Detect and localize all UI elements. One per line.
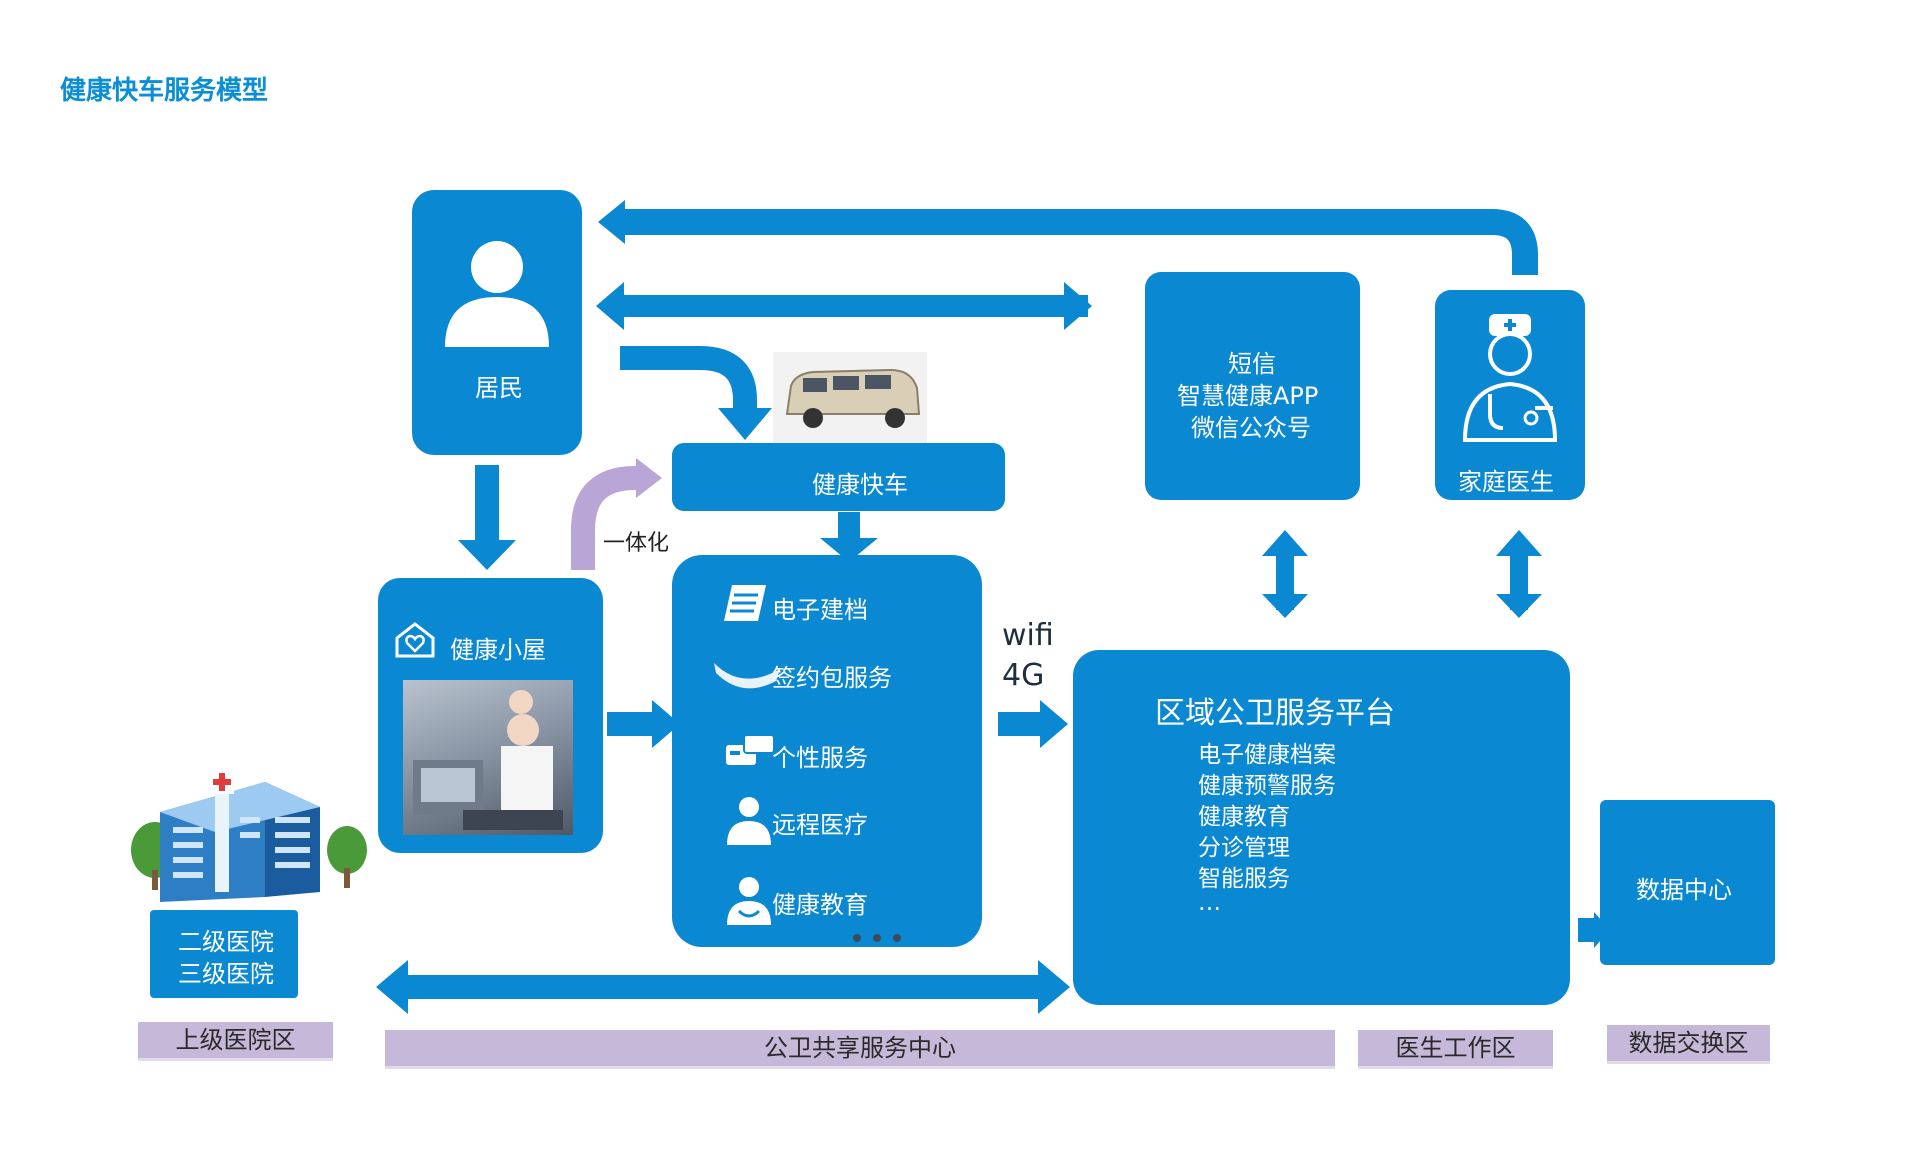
van-icon xyxy=(785,368,921,428)
more-dots-icon xyxy=(853,934,901,942)
arrowhead-right-channels xyxy=(1064,282,1092,330)
arrowhead-to-car xyxy=(718,408,772,440)
doctor-icon xyxy=(1462,314,1558,442)
network-wifi-label: wifi xyxy=(1002,618,1054,653)
hospital-box: 二级医院 三级医院 xyxy=(150,910,298,998)
zone-data-exchange: 数据交换区 xyxy=(1607,1025,1770,1064)
hospital-building-icon xyxy=(131,770,367,902)
service-item-label: 远程医疗 xyxy=(772,811,868,839)
service-item-label: 个性服务 xyxy=(772,744,868,772)
card-icon xyxy=(726,734,775,765)
arrowhead-to-hut xyxy=(458,540,516,570)
resident-box: 居民 xyxy=(412,190,582,455)
zone-hospital: 上级医院区 xyxy=(138,1022,333,1061)
arrowhead-bottom-left xyxy=(376,960,408,1014)
service-item-label: 电子建档 xyxy=(772,596,868,624)
arrowhead-hut-to-services xyxy=(652,700,680,748)
data-center-label: 数据中心 xyxy=(1636,876,1732,904)
platform-item: 电子健康档案 xyxy=(1198,742,1336,768)
platform-item: 分诊管理 xyxy=(1198,835,1290,861)
services-box: 电子建档 签约包服务 个性服务 远程医疗 健康教育 xyxy=(672,555,982,947)
platform-item: … xyxy=(1198,890,1221,916)
health-car-photo xyxy=(773,352,927,444)
remote-doctor-icon xyxy=(727,797,771,845)
handshake-icon xyxy=(714,663,780,689)
platform-item: 健康教育 xyxy=(1198,804,1290,830)
health-car-label: 健康快车 xyxy=(812,471,908,499)
channels-box: 短信 智慧健康APP 微信公众号 xyxy=(1145,272,1360,500)
house-heart-icon xyxy=(395,622,435,658)
hospital-level3-label: 三级医院 xyxy=(178,960,274,988)
service-item-label: 签约包服务 xyxy=(772,664,892,692)
hospital-level2-label: 二级医院 xyxy=(178,928,274,956)
zone-shared-center: 公卫共享服务中心 xyxy=(385,1030,1335,1069)
health-hut-photo xyxy=(403,680,573,835)
resident-label: 居民 xyxy=(475,374,523,402)
service-item-label: 健康教育 xyxy=(772,891,868,919)
education-icon xyxy=(727,877,771,925)
family-doctor-box: 家庭医生 xyxy=(1435,290,1585,500)
channel-wechat-label: 微信公众号 xyxy=(1191,414,1311,442)
network-4g-label: 4G xyxy=(1002,658,1045,693)
channel-app-label: 智慧健康APP xyxy=(1177,382,1319,410)
lab-scene-icon xyxy=(413,690,563,830)
data-center-box: 数据中心 xyxy=(1600,800,1775,965)
arrowhead-services-to-platform xyxy=(1040,700,1068,748)
arrow-doctor-to-resident xyxy=(620,209,1538,275)
platform-title: 区域公卫服务平台 xyxy=(1155,696,1395,731)
arrowhead-integration xyxy=(636,458,662,498)
arrowhead-to-services xyxy=(820,538,878,562)
arrowhead-left-resident xyxy=(596,282,624,330)
health-car-box: 健康快车 xyxy=(672,443,1005,511)
platform-item: 健康预警服务 xyxy=(1198,773,1336,799)
person-icon xyxy=(445,241,549,347)
document-icon xyxy=(724,585,766,621)
platform-item: 智能服务 xyxy=(1198,866,1290,892)
arrowhead-resident-top xyxy=(598,200,625,244)
page-title: 健康快车服务模型 xyxy=(60,76,269,106)
platform-box: 区域公卫服务平台 电子健康档案 健康预警服务 健康教育 分诊管理 智能服务 … xyxy=(1073,650,1570,1005)
family-doctor-label: 家庭医生 xyxy=(1458,468,1554,496)
health-hut-label: 健康小屋 xyxy=(450,636,546,664)
channel-sms-label: 短信 xyxy=(1228,350,1276,378)
zone-doctor-workspace: 医生工作区 xyxy=(1358,1030,1553,1069)
arrowhead-bottom-right xyxy=(1038,960,1070,1014)
integration-label: 一体化 xyxy=(603,531,670,556)
